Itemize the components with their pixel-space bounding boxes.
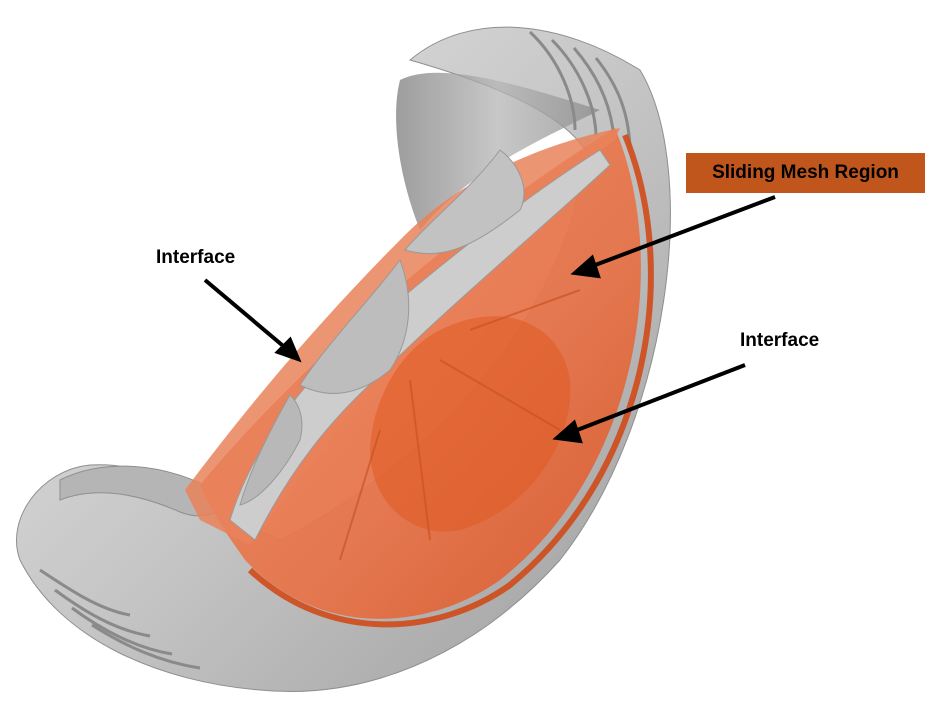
interface-label-left: Interface	[156, 247, 235, 269]
sliding-mesh-label: Sliding Mesh Region	[686, 153, 925, 193]
interface-label-right: Interface	[740, 330, 819, 352]
arrow-interface-left	[205, 280, 288, 350]
